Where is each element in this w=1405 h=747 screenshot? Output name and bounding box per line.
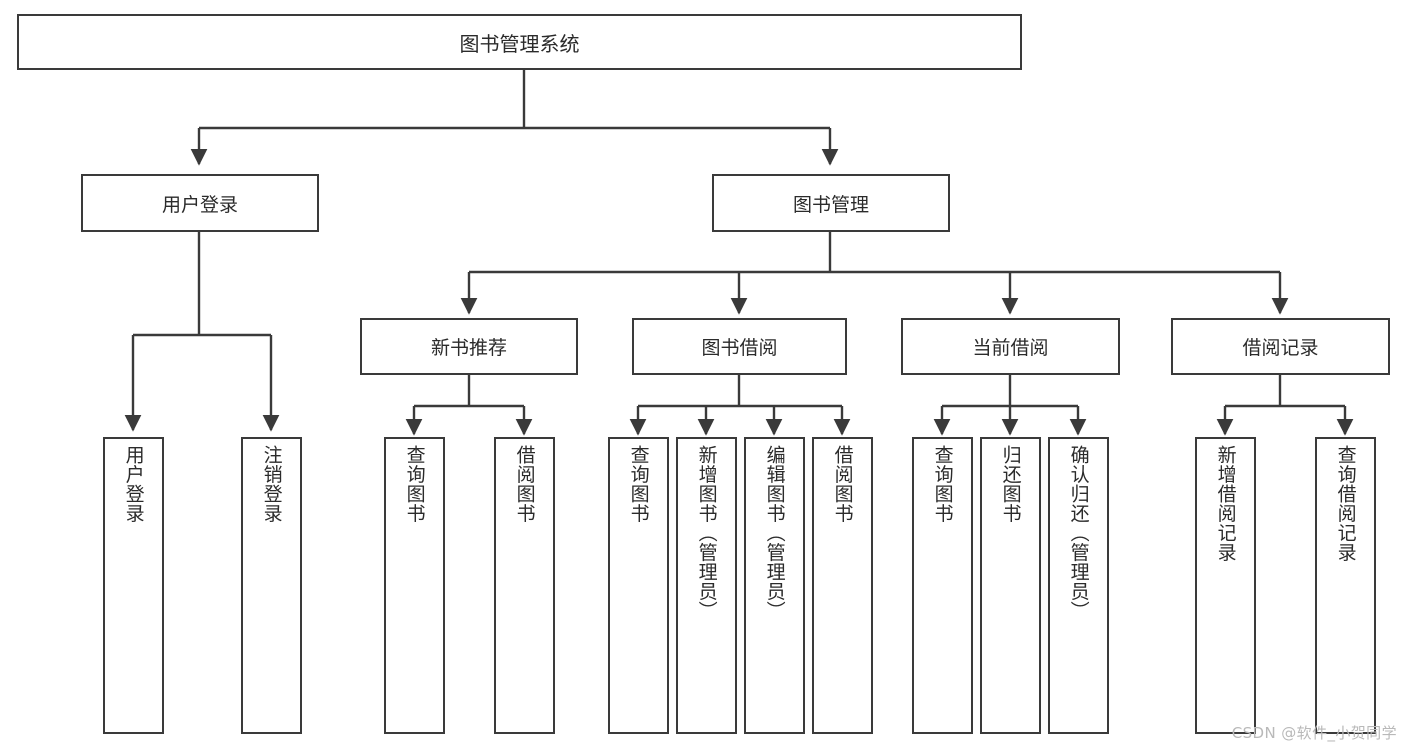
node-root-label: 图书管理系统 — [459, 31, 580, 56]
leaf-logout[interactable]: 注销登录 — [241, 437, 302, 734]
leaf-add-book-admin[interactable]: 新增图书（管理员） — [676, 437, 737, 734]
leaf-recommend-query-book-label: 查询图书 — [403, 445, 426, 523]
leaf-query-borrow-record-label: 查询借阅记录 — [1334, 445, 1357, 562]
leaf-recommend-borrow-book[interactable]: 借阅图书 — [494, 437, 555, 734]
node-new-book-recommend[interactable]: 新书推荐 — [360, 318, 578, 375]
csdn-watermark: CSDN @软件_小贺同学 — [1231, 724, 1397, 742]
node-book-management[interactable]: 图书管理 — [712, 174, 950, 232]
node-new-book-recommend-label: 新书推荐 — [430, 337, 507, 359]
leaf-recommend-borrow-book-label: 借阅图书 — [513, 445, 536, 523]
node-book-borrow[interactable]: 图书借阅 — [632, 318, 847, 375]
leaf-confirm-return-admin-label: 确认归还（管理员） — [1067, 445, 1090, 621]
node-borrow-record-label: 借阅记录 — [1242, 337, 1319, 359]
leaf-borrow-book-label: 借阅图书 — [831, 445, 854, 523]
leaf-borrow-query-book-label: 查询图书 — [627, 445, 650, 523]
leaf-query-borrow-record[interactable]: 查询借阅记录 — [1315, 437, 1376, 734]
node-book-borrow-label: 图书借阅 — [701, 337, 778, 359]
leaf-add-book-admin-label: 新增图书（管理员） — [695, 445, 718, 621]
leaf-add-borrow-record[interactable]: 新增借阅记录 — [1195, 437, 1256, 734]
leaf-confirm-return-admin[interactable]: 确认归还（管理员） — [1048, 437, 1109, 734]
leaf-logout-label: 注销登录 — [260, 445, 283, 523]
node-root[interactable]: 图书管理系统 — [17, 14, 1022, 70]
leaf-edit-book-admin[interactable]: 编辑图书（管理员） — [744, 437, 805, 734]
leaf-return-book-label: 归还图书 — [999, 445, 1022, 523]
leaf-user-login-label: 用户登录 — [122, 445, 145, 523]
leaf-borrow-book[interactable]: 借阅图书 — [812, 437, 873, 734]
leaf-edit-book-admin-label: 编辑图书（管理员） — [763, 445, 786, 621]
leaf-recommend-query-book[interactable]: 查询图书 — [384, 437, 445, 734]
node-current-borrow[interactable]: 当前借阅 — [901, 318, 1120, 375]
node-user-login-label: 用户登录 — [161, 193, 238, 216]
node-current-borrow-label: 当前借阅 — [972, 337, 1049, 359]
leaf-return-book[interactable]: 归还图书 — [980, 437, 1041, 734]
leaf-user-login[interactable]: 用户登录 — [103, 437, 164, 734]
node-borrow-record[interactable]: 借阅记录 — [1171, 318, 1390, 375]
leaf-current-query-book-label: 查询图书 — [931, 445, 954, 523]
leaf-borrow-query-book[interactable]: 查询图书 — [608, 437, 669, 734]
leaf-current-query-book[interactable]: 查询图书 — [912, 437, 973, 734]
node-book-management-label: 图书管理 — [792, 193, 869, 216]
leaf-add-borrow-record-label: 新增借阅记录 — [1214, 445, 1237, 562]
node-user-login[interactable]: 用户登录 — [81, 174, 319, 232]
